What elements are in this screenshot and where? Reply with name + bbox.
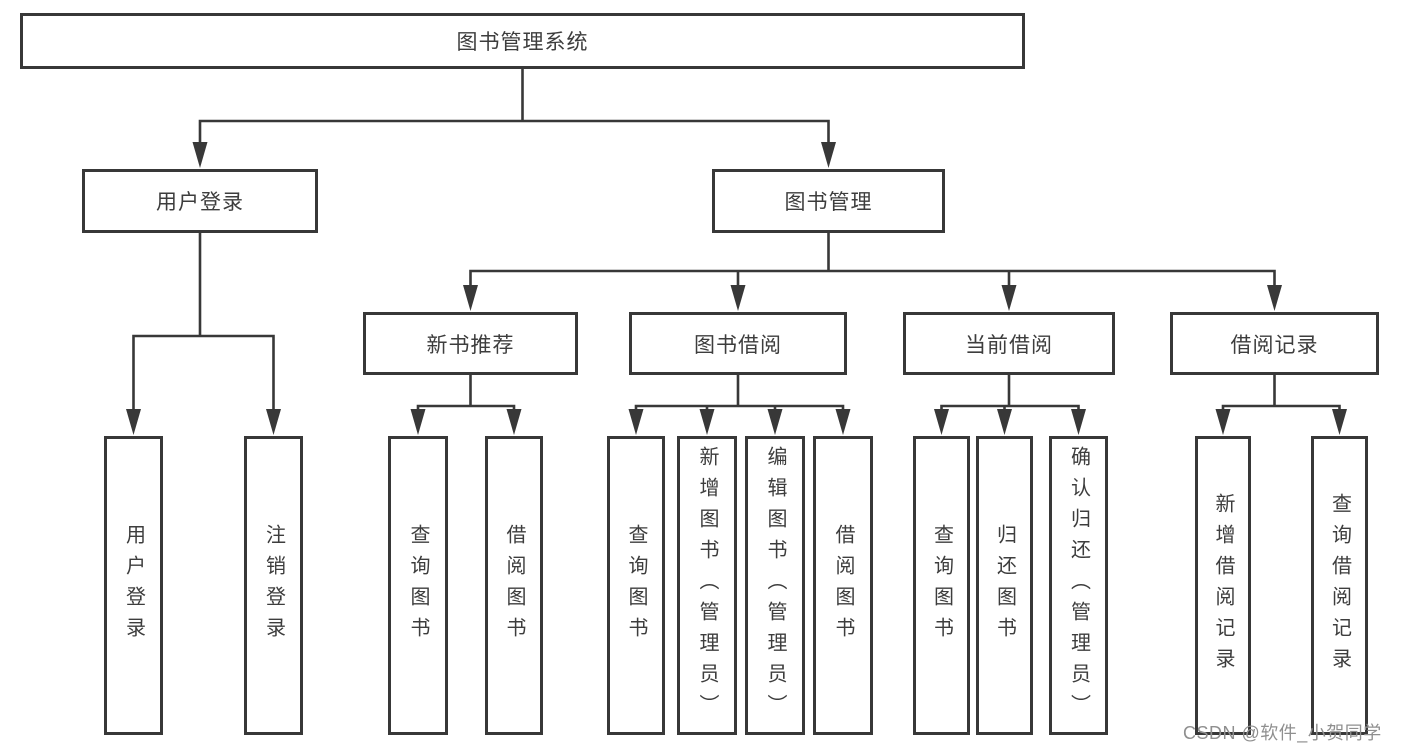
arrow-head [997, 409, 1012, 435]
arrow-head [730, 285, 746, 311]
arrow-heads [126, 142, 1347, 435]
node-user-login: 用户登录 [82, 169, 318, 233]
node-root-system: 图书管理系统 [20, 13, 1025, 69]
leaf-confirm-return-admin: 确认归还（管理员） [1049, 436, 1108, 735]
leaf-user-login: 用户登录 [104, 436, 163, 735]
leaf-query-books-recommend: 查询图书 [388, 436, 448, 735]
node-new-book-recommend: 新书推荐 [363, 312, 578, 375]
leaf-query-borrow-record: 查询借阅记录 [1311, 436, 1368, 735]
node-current-borrowing: 当前借阅 [903, 312, 1115, 375]
node-book-borrowing: 图书借阅 [629, 312, 847, 375]
leaf-add-book-admin: 新增图书（管理员） [677, 436, 737, 735]
arrow-head [934, 409, 949, 435]
leaf-query-books-current: 查询图书 [913, 436, 970, 735]
arrow-head [1071, 409, 1086, 435]
connector-level2-splitter [198, 119, 830, 145]
arrow-head [192, 142, 208, 168]
connector-user-login-splitter [132, 334, 275, 411]
leaf-edit-book-admin: 编辑图书（管理员） [745, 436, 805, 735]
connector-new-books-splitter [416, 375, 516, 411]
arrow-head [126, 409, 141, 435]
connector-level3-splitter [469, 269, 1276, 287]
leaf-borrow-books-recommend: 借阅图书 [485, 436, 543, 735]
arrow-head [1267, 285, 1282, 311]
arrow-head [1332, 409, 1347, 435]
leaf-query-books-borrowing: 查询图书 [607, 436, 665, 735]
connector-current-borrow-splitter [940, 375, 1080, 411]
arrow-head [506, 409, 522, 435]
arrow-head [410, 409, 426, 435]
arrow-head [767, 409, 783, 435]
leaf-add-borrow-record: 新增借阅记录 [1195, 436, 1251, 735]
leaf-return-books: 归还图书 [976, 436, 1033, 735]
arrow-head [821, 142, 836, 168]
arrow-head [266, 409, 281, 435]
arrow-head [835, 409, 851, 435]
csdn-watermark: CSDN @软件_小贺同学 [1183, 723, 1382, 743]
node-borrow-records: 借阅记录 [1170, 312, 1379, 375]
arrow-head [1001, 285, 1017, 311]
connector-borrow-records-splitter [1221, 375, 1341, 411]
node-book-management: 图书管理 [712, 169, 945, 233]
connector-book-borrow-splitter [634, 375, 845, 411]
arrow-head [463, 285, 478, 311]
arrow-head [699, 409, 715, 435]
leaf-borrow-books-borrowing: 借阅图书 [813, 436, 873, 735]
arrow-head [1215, 409, 1231, 435]
arrow-head [628, 409, 644, 435]
leaf-logout: 注销登录 [244, 436, 303, 735]
